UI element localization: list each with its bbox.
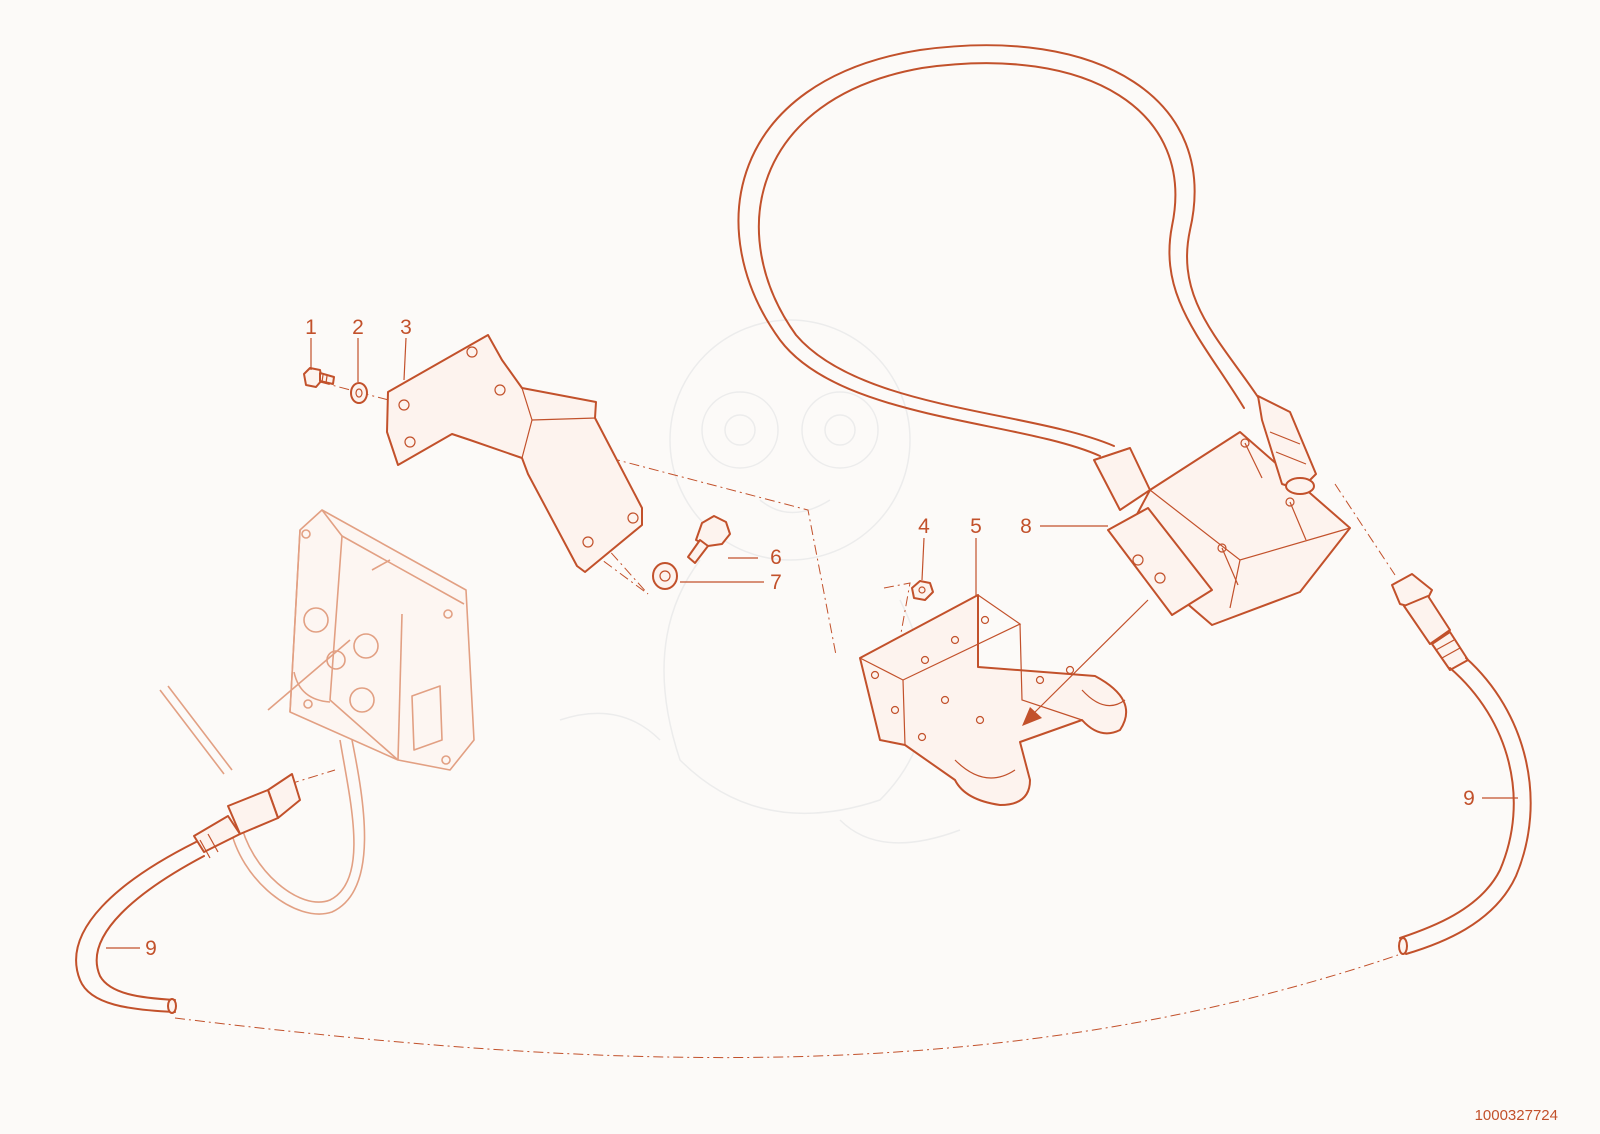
drawing-number: 1000327724: [1475, 1107, 1558, 1124]
callout-4: 4: [918, 515, 930, 538]
callout-6: 6: [770, 546, 782, 569]
callout-leaders: [106, 337, 1518, 949]
part-2-washer: [350, 382, 368, 404]
part-8-sensor-unit: [737, 44, 1351, 626]
assembly-arrow: [1022, 599, 1149, 726]
callout-7: 7: [770, 571, 782, 594]
callout-1: 1: [305, 316, 317, 339]
callout-9-left: 9: [145, 937, 157, 960]
callout-8: 8: [1020, 515, 1032, 538]
callout-5: 5: [970, 515, 982, 538]
part-9-cable-right: [1391, 573, 1532, 955]
part-5-u-bracket: [859, 594, 1128, 806]
callout-9-right: 9: [1463, 787, 1475, 810]
part-6-bolt: [687, 515, 731, 564]
control-module: [159, 509, 475, 915]
part-1-bolt: [303, 367, 335, 388]
part-9-cable-left: [75, 773, 301, 1014]
callout-2: 2: [352, 316, 364, 339]
callout-3: 3: [400, 316, 412, 339]
part-3-bracket: [386, 334, 643, 573]
part-7-washer: [652, 562, 678, 590]
callout-labels: 1 2 3 4 5 8 6 7 9 9: [145, 316, 1475, 960]
part-4-nut: [911, 580, 934, 601]
